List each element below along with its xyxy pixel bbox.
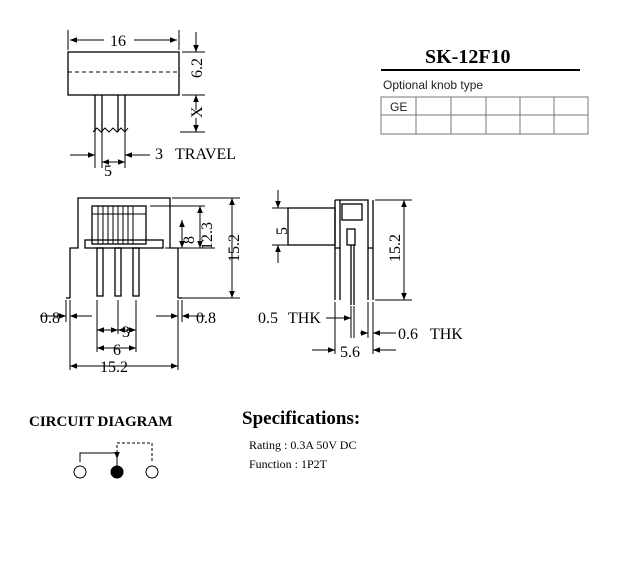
dim-body-height: 12.3 [199, 222, 216, 250]
spec-title: Specifications: [242, 408, 360, 429]
front-view [40, 197, 240, 370]
knob-table [380, 96, 589, 135]
part-number: SK-12F10 [425, 46, 511, 68]
dim-front-height: 15.2 [226, 234, 243, 262]
dim-travel-label: TRAVEL [175, 146, 236, 163]
spec-rating: Rating : 0.3A 50V DC [249, 438, 356, 452]
dim-thk-left: 0.5 [258, 310, 278, 327]
dim-height: 6.2 [189, 58, 206, 78]
terminal-common [110, 465, 124, 479]
knob-table-header: Optional knob type [383, 78, 483, 92]
dim-side-height: 15.2 [387, 234, 404, 262]
side-view [272, 190, 412, 354]
dim-pin-left: 0.8 [40, 310, 60, 327]
dim-side-depth: 5.6 [340, 344, 360, 361]
dim-front-pitch: 3 [122, 324, 130, 341]
dim-front-width: 15.2 [100, 359, 128, 376]
dim-width: 16 [110, 33, 126, 50]
dim-travel: 3 [155, 146, 163, 163]
dim-side-knob: 5 [274, 227, 291, 235]
terminal-left [73, 465, 87, 479]
circuit-diagram [73, 442, 159, 479]
top-view [67, 30, 205, 168]
terminal-right [145, 465, 159, 479]
dim-thk-left-label: THK [288, 310, 321, 327]
knob-type-cell: GE [390, 100, 407, 114]
dim-pin-right: 0.8 [196, 310, 216, 327]
dim-pin-span: 6 [113, 342, 121, 359]
top-view-body [67, 51, 180, 96]
spec-function: Function : 1P2T [249, 457, 328, 471]
circuit-title: CIRCUIT DIAGRAM [29, 414, 172, 430]
dim-thk-right: 0.6 [398, 326, 418, 343]
dim-pin-height: 8 [181, 236, 198, 244]
dim-thk-right-label: THK [430, 326, 463, 343]
dim-knob-height: X [189, 106, 206, 118]
dim-pitch: 5 [104, 163, 112, 180]
